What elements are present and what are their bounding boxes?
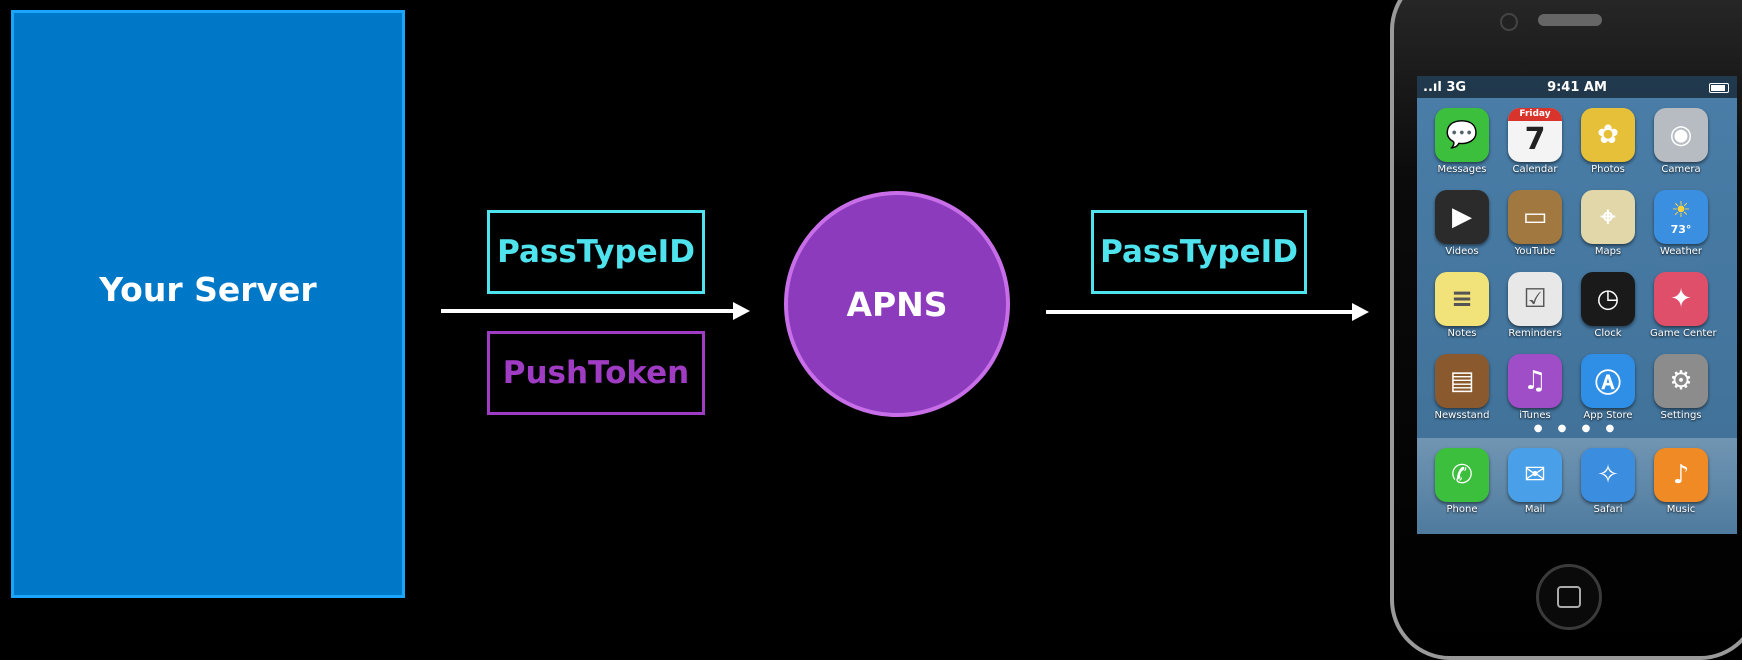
app-camera[interactable]: ◉ Camera bbox=[1650, 108, 1712, 175]
pushtoken-tag-label: PushToken bbox=[502, 355, 690, 391]
app-label: Safari bbox=[1593, 504, 1623, 515]
safari-icon: ✧ bbox=[1581, 448, 1635, 502]
messages-icon: 💬 bbox=[1435, 108, 1489, 162]
calendar-day-name: Friday bbox=[1508, 108, 1562, 121]
app-photos[interactable]: ✿ Photos bbox=[1577, 108, 1639, 175]
arrowhead-server-to-apns bbox=[733, 302, 750, 320]
app-label: Clock bbox=[1594, 328, 1622, 339]
notes-icon: ≡ bbox=[1435, 272, 1489, 326]
home-button-icon bbox=[1557, 586, 1581, 608]
app-label: Notes bbox=[1447, 328, 1477, 339]
app-weather[interactable]: ☀73° Weather bbox=[1650, 190, 1712, 257]
videos-icon: ▶ bbox=[1435, 190, 1489, 244]
photos-icon: ✿ bbox=[1581, 108, 1635, 162]
passtypeid-tag-left-label: PassTypeID bbox=[497, 234, 695, 270]
weather-icon: ☀73° bbox=[1654, 190, 1708, 244]
maps-icon: ⌖ bbox=[1581, 190, 1635, 244]
app-label: Game Center bbox=[1650, 328, 1717, 339]
app-label: YouTube bbox=[1514, 246, 1556, 257]
mail-icon: ✉ bbox=[1508, 448, 1562, 502]
app-label: App Store bbox=[1583, 410, 1633, 421]
passtypeid-tag-right-label: PassTypeID bbox=[1100, 234, 1298, 270]
reminders-icon: ☑ bbox=[1508, 272, 1562, 326]
arrowhead-apns-to-phone bbox=[1352, 303, 1369, 321]
weather-temperature: 73° bbox=[1670, 223, 1692, 236]
app-mail[interactable]: ✉ Mail bbox=[1504, 448, 1566, 515]
app-label: Reminders bbox=[1508, 328, 1562, 339]
app-label: Music bbox=[1666, 504, 1696, 515]
app-label: Photos bbox=[1591, 164, 1625, 175]
app-label: Settings bbox=[1660, 410, 1702, 421]
app-label: Calendar bbox=[1512, 164, 1558, 175]
app-label: Newsstand bbox=[1434, 410, 1490, 421]
page-indicator-dots: ● ● ● ● bbox=[1533, 423, 1621, 434]
app-clock[interactable]: ◷ Clock bbox=[1577, 272, 1639, 339]
app-notes[interactable]: ≡ Notes bbox=[1431, 272, 1493, 339]
app-label: Phone bbox=[1446, 504, 1478, 515]
apns-circle: APNS bbox=[784, 191, 1010, 417]
clock-icon: ◷ bbox=[1581, 272, 1635, 326]
app-label: Maps bbox=[1594, 246, 1622, 257]
settings-icon: ⚙ bbox=[1654, 354, 1708, 408]
youtube-icon: ▭ bbox=[1508, 190, 1562, 244]
passtypeid-tag-right: PassTypeID bbox=[1091, 210, 1307, 294]
app-messages[interactable]: 💬 Messages bbox=[1431, 108, 1493, 175]
app-videos[interactable]: ▶ Videos bbox=[1431, 190, 1493, 257]
app-maps[interactable]: ⌖ Maps bbox=[1577, 190, 1639, 257]
app-label: Videos bbox=[1445, 246, 1479, 257]
signal-indicator: ..ıl 3G bbox=[1423, 79, 1467, 95]
passtypeid-tag-left: PassTypeID bbox=[487, 210, 705, 294]
front-camera-icon bbox=[1500, 13, 1518, 31]
your-server-label: Your Server bbox=[99, 269, 317, 309]
app-phone[interactable]: ✆ Phone bbox=[1431, 448, 1493, 515]
music-icon: ♪ bbox=[1654, 448, 1708, 502]
app-newsstand[interactable]: ▤ Newsstand bbox=[1431, 354, 1493, 421]
phone-icon: ✆ bbox=[1435, 448, 1489, 502]
arrow-server-to-apns bbox=[441, 309, 734, 313]
app-safari[interactable]: ✧ Safari bbox=[1577, 448, 1639, 515]
app-label: Camera bbox=[1661, 164, 1701, 175]
arrow-apns-to-phone bbox=[1046, 310, 1353, 314]
your-server-box: Your Server bbox=[11, 10, 405, 598]
app-reminders[interactable]: ☑ Reminders bbox=[1504, 272, 1566, 339]
app-app-store[interactable]: Ⓐ App Store bbox=[1577, 354, 1639, 421]
status-bar: ..ıl 3G 9:41 AM bbox=[1417, 76, 1737, 98]
earpiece-speaker bbox=[1538, 14, 1602, 26]
app-label: Weather bbox=[1659, 246, 1703, 257]
app-label: iTunes bbox=[1519, 410, 1551, 421]
status-time: 9:41 AM bbox=[1547, 79, 1607, 95]
app-label: Mail bbox=[1524, 504, 1546, 515]
app-label: Messages bbox=[1437, 164, 1487, 175]
camera-icon: ◉ bbox=[1654, 108, 1708, 162]
calendar-day-number: 7 bbox=[1524, 122, 1546, 157]
newsstand-icon: ▤ bbox=[1435, 354, 1489, 408]
battery-icon bbox=[1709, 83, 1729, 93]
app-store-icon: Ⓐ bbox=[1581, 354, 1635, 408]
dock: ✆ Phone ✉ Mail ✧ Safari ♪ Music bbox=[1417, 438, 1737, 534]
pushtoken-tag: PushToken bbox=[487, 331, 705, 415]
app-settings[interactable]: ⚙ Settings bbox=[1650, 354, 1712, 421]
itunes-icon: ♫ bbox=[1508, 354, 1562, 408]
app-youtube[interactable]: ▭ YouTube bbox=[1504, 190, 1566, 257]
app-game-center[interactable]: ✦ Game Center bbox=[1650, 272, 1717, 339]
app-itunes[interactable]: ♫ iTunes bbox=[1504, 354, 1566, 421]
home-button[interactable] bbox=[1536, 564, 1602, 630]
game-center-icon: ✦ bbox=[1654, 272, 1708, 326]
apns-label: APNS bbox=[846, 284, 948, 324]
app-music[interactable]: ♪ Music bbox=[1650, 448, 1712, 515]
